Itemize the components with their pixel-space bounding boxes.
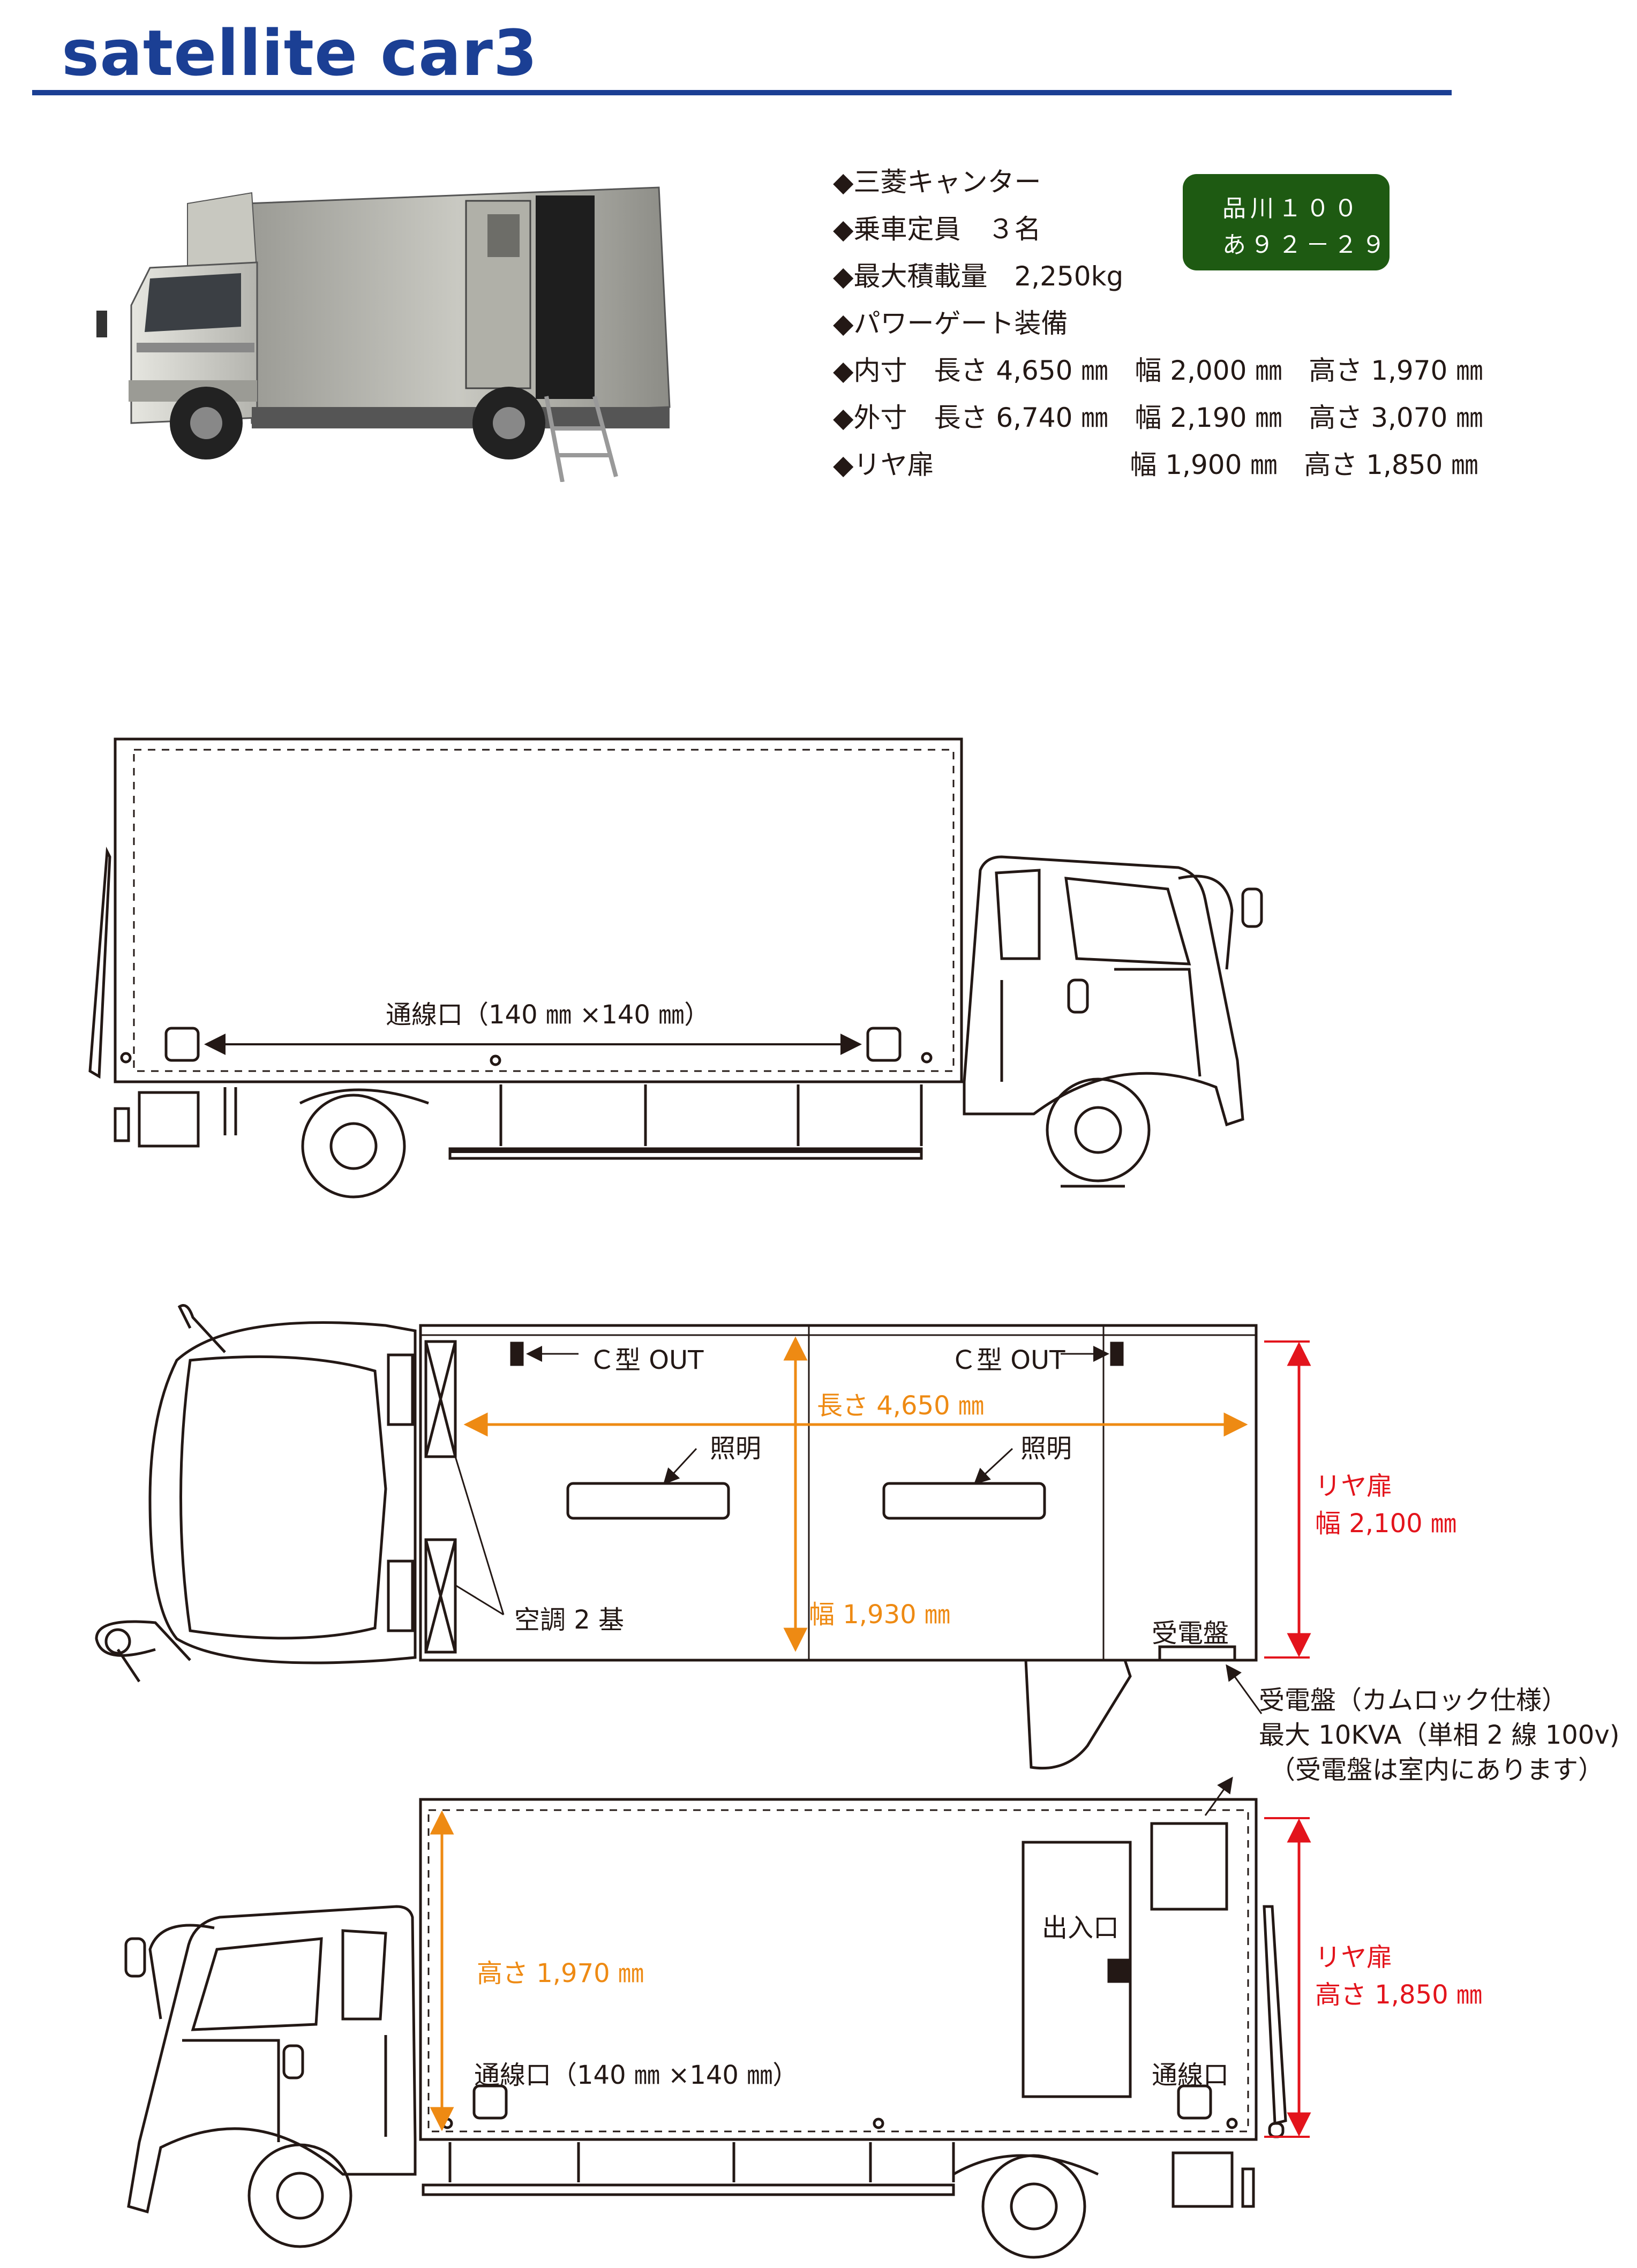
- c-out-right-label: Ｃ型 OUT: [951, 1345, 1065, 1375]
- title-rule: [32, 90, 1452, 95]
- rear-door-label-top: リヤ扉: [1315, 1471, 1393, 1501]
- plate-line-1: 品川１００: [1222, 195, 1362, 222]
- power-note-line-3: （受電盤は室内にあります）: [1270, 1755, 1604, 1785]
- rear-door-label-left: リヤ扉: [1315, 1942, 1393, 1972]
- entrance-label: 出入口: [1042, 1913, 1120, 1943]
- page-title: satellite car3: [62, 16, 538, 90]
- spec-inner-dimensions: ◆内寸 長さ 4,650 ㎜ 幅 2,000 ㎜ 高さ 1,970 ㎜: [833, 355, 1483, 386]
- left-view-drawing: [124, 1776, 1287, 2259]
- c-out-left-label: Ｃ型 OUT: [589, 1345, 704, 1375]
- spec-power-gate: ◆パワーゲート装備: [833, 308, 1068, 339]
- top-view-drawing: [95, 1304, 1258, 1770]
- aircon-label: 空調 2 基: [514, 1605, 625, 1635]
- truck-photo: [96, 186, 671, 482]
- length-dimension-label: 長さ 4,650 ㎜: [817, 1391, 984, 1421]
- side-cable-port-label: 通線口（140 ㎜ ×140 ㎜）: [386, 1000, 710, 1030]
- spec-rear-door: ◆リヤ扉 幅 1,900 ㎜ 高さ 1,850 ㎜: [833, 449, 1478, 480]
- spec-capacity: ◆乗車定員 ３名: [833, 214, 1041, 245]
- height-dimension-label: 高さ 1,970 ㎜: [477, 1958, 644, 1988]
- power-note-line-1: 受電盤（カムロック仕様）: [1259, 1685, 1568, 1715]
- left-cable-port-right-label: 通線口: [1152, 2060, 1229, 2090]
- power-panel-label: 受電盤: [1152, 1618, 1229, 1648]
- rear-door-width-label: 幅 2,100 ㎜: [1315, 1509, 1456, 1539]
- side-view-drawing: [88, 737, 1263, 1199]
- spec-outer-dimensions: ◆外寸 長さ 6,740 ㎜ 幅 2,190 ㎜ 高さ 3,070 ㎜: [833, 402, 1483, 433]
- spec-max-load: ◆最大積載量 2,250kg: [833, 261, 1124, 292]
- left-cable-port-label: 通線口（140 ㎜ ×140 ㎜）: [474, 2060, 799, 2090]
- spec-maker: ◆三菱キャンター: [833, 167, 1041, 198]
- light-right-label: 照明: [1020, 1434, 1072, 1464]
- power-note-line-2: 最大 10KVA（単相 2 線 100v): [1259, 1720, 1620, 1750]
- plate-line-2: あ９２－２９: [1222, 231, 1390, 259]
- width-dimension-label: 幅 1,930 ㎜: [809, 1600, 950, 1630]
- rear-door-height-label: 高さ 1,850 ㎜: [1315, 1980, 1482, 2010]
- light-left-label: 照明: [710, 1434, 762, 1464]
- license-plate: 品川１００ あ９２－２９: [1183, 174, 1390, 270]
